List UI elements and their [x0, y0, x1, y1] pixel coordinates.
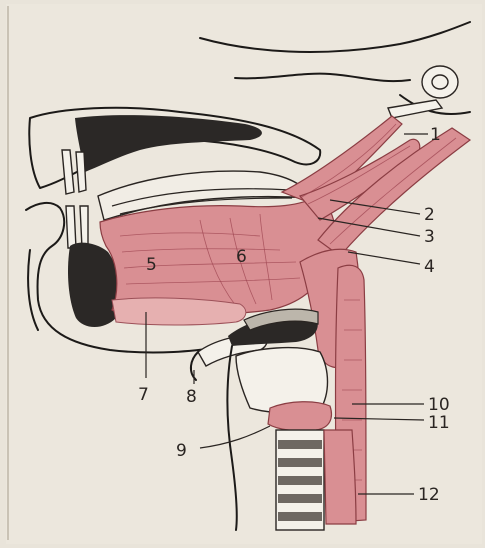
cricothyroid-muscle: [268, 402, 331, 431]
trachea-ring: [278, 476, 322, 485]
trachea-ring: [278, 458, 322, 467]
label-8: 8: [186, 387, 197, 407]
label-12: 12: [418, 485, 440, 505]
trachea: [276, 430, 324, 530]
label-5: 5: [146, 255, 157, 275]
label-2: 2: [424, 205, 435, 225]
trachea-ring: [278, 440, 322, 449]
label-9: 9: [176, 441, 187, 461]
trachea-ring: [278, 494, 322, 503]
trachea-ring: [278, 512, 322, 521]
geniohyoid-muscle: [112, 298, 246, 325]
label-6: 6: [236, 247, 247, 267]
label-10: 10: [428, 395, 450, 415]
label-3: 3: [424, 227, 435, 247]
label-7: 7: [138, 385, 149, 405]
mastoid-process-shape: [422, 66, 458, 98]
esophagus-muscle: [324, 430, 356, 524]
lower-incisor-2: [80, 206, 88, 248]
label-4: 4: [424, 257, 435, 277]
lower-incisor-1: [66, 206, 76, 248]
label-1: 1: [430, 125, 441, 145]
label-11: 11: [428, 413, 450, 433]
